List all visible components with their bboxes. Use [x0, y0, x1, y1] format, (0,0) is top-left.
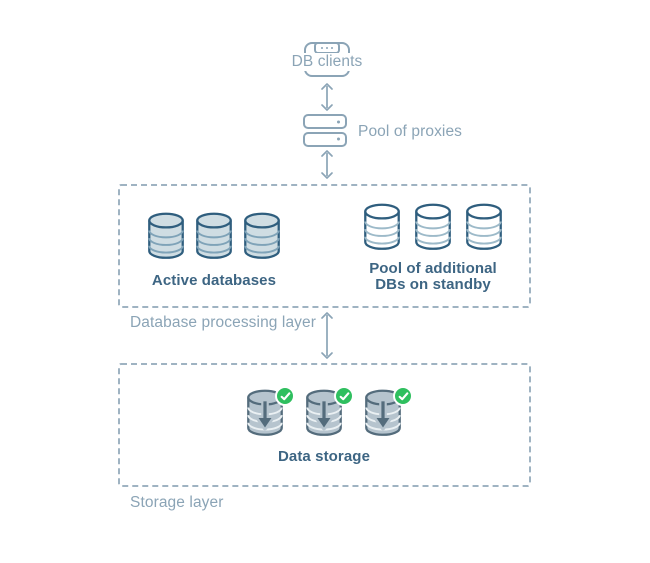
- server-unit-icon: [303, 131, 347, 147]
- standby-label-line2: DBs on standby: [375, 275, 491, 293]
- standby-databases-group: Pool of additional DBs on standby: [363, 203, 503, 292]
- storage-layer-box: [118, 363, 531, 487]
- standby-label-line1: Pool of additional: [369, 260, 497, 277]
- data-storage-group: Data storage: [246, 386, 413, 465]
- check-badge-icon: [275, 386, 295, 406]
- database-processing-layer-caption: Database processing layer: [130, 314, 317, 331]
- db-clients-label: DB clients: [289, 53, 365, 71]
- active-databases-group: Active databases: [147, 212, 281, 289]
- clients-proxies-arrow: [320, 82, 334, 112]
- data-storage-node: [364, 386, 413, 439]
- database-cylinder-icon: [244, 212, 280, 259]
- storage-layer-caption: Storage layer: [130, 494, 224, 511]
- pool-of-proxies-label: Pool of proxies: [358, 123, 463, 140]
- server-unit-icon: [303, 114, 347, 129]
- active-databases-label: Active databases: [151, 272, 277, 289]
- data-storage-label: Data storage: [277, 448, 371, 465]
- database-download-icon: [306, 389, 342, 436]
- database-cylinder-outline-icon: [415, 203, 451, 250]
- standby-databases-icons: [363, 203, 503, 251]
- data-storage-node: [305, 386, 354, 439]
- proxies-processing-arrow: [320, 149, 334, 180]
- data-storage-node: [246, 386, 295, 439]
- database-processing-layer-box: [118, 184, 531, 308]
- check-badge-icon: [393, 386, 413, 406]
- database-cylinder-icon: [196, 212, 232, 259]
- processing-storage-arrow: [320, 311, 334, 360]
- database-cylinder-outline-icon: [466, 203, 502, 250]
- browser-window-icon: DB clients: [289, 42, 365, 77]
- check-badge-icon: [334, 386, 354, 406]
- database-cylinder-outline-icon: [364, 203, 400, 250]
- database-cylinder-icon: [148, 212, 184, 259]
- server-stack-icon: [303, 114, 347, 149]
- data-storage-icons: [246, 386, 413, 439]
- standby-databases-label: Pool of additional DBs on standby: [369, 261, 497, 292]
- active-databases-icons: [147, 212, 281, 260]
